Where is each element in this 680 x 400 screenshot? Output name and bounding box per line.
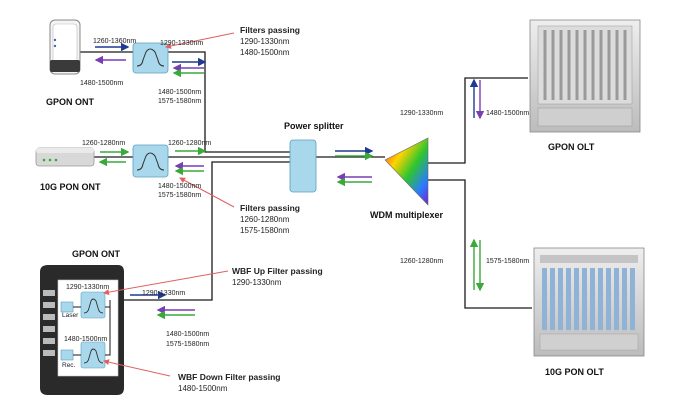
fiber-wdm-10g-olt — [428, 179, 532, 309]
wbf-up-note-line1: 1290-1330nm — [232, 278, 282, 287]
fiber-lines — [80, 51, 532, 309]
olt-10g-device — [533, 247, 645, 357]
filter-note-mid-title: Filters passing — [240, 203, 300, 213]
filter-note-mid: Filters passing 1260-1280nm 1575-1580nm — [240, 203, 300, 236]
gpon-ont-top-label: GPON ONT — [46, 97, 95, 107]
wl-bot-down-1: 1480-1500nm — [166, 331, 210, 338]
wl-bot-down-2: 1575-1580nm — [166, 341, 210, 348]
wl-olt-down: 1480-1500nm — [486, 110, 530, 117]
signal-arrows — [94, 42, 485, 320]
ont-10g-device — [35, 147, 95, 167]
filter-top — [132, 42, 169, 74]
fiber-wdm-gpon-olt — [428, 77, 528, 164]
wl-bot-up-out: 1290-1330nm — [142, 290, 186, 297]
fiber-ont3-splitter — [108, 161, 290, 301]
laser-label: Laser — [62, 312, 79, 319]
gpon-ont-bottom-device — [40, 265, 124, 395]
wl-mid-in: 1260-1280nm — [82, 140, 126, 147]
wdm-multiplexer-device — [384, 137, 429, 206]
filter-note-top-line2: 1480-1500nm — [240, 48, 290, 57]
ont-10g-label: 10G PON ONT — [40, 182, 101, 192]
wbf-down-note-title: WBF Down Filter passing — [178, 372, 281, 382]
power-splitter-device — [289, 139, 317, 193]
wdm-label: WDM multiplexer — [370, 210, 444, 220]
filter-note-top-title: Filters passing — [240, 25, 300, 35]
annotation-pointers — [103, 32, 235, 377]
wbf-down-note-line1: 1480-1500nm — [178, 384, 228, 393]
wl-bot-up-in: 1290-1330nm — [66, 284, 110, 291]
filter-note-top-line1: 1290-1330nm — [240, 37, 290, 46]
wl-top-filter-down-1: 1480-1500nm — [158, 89, 202, 96]
wl-mid-down-1: 1480-1500nm — [158, 183, 202, 190]
wl-olt-up: 1290-1330nm — [400, 110, 444, 117]
wl-top-in: 1260-1360nm — [93, 38, 137, 45]
olt-10g-label: 10G PON OLT — [545, 367, 604, 377]
wl-olt10-down: 1575-1580nm — [486, 258, 530, 265]
gpon-ont-top-device — [49, 19, 81, 75]
filter-note-mid-line2: 1575-1580nm — [240, 226, 290, 235]
gpon-ont-bottom-label: GPON ONT — [72, 249, 121, 259]
wbf-down-note: WBF Down Filter passing 1480-1500nm — [178, 372, 280, 394]
filter-mid — [132, 144, 169, 178]
wl-top-out: 1290-1330nm — [160, 40, 204, 47]
gpon-olt-label: GPON OLT — [548, 142, 595, 152]
wl-top-filter-down-2: 1575-1580nm — [158, 98, 202, 105]
gpon-olt-device — [529, 19, 641, 133]
fiber-filter1-splitter — [168, 51, 290, 153]
power-splitter-label: Power splitter — [284, 121, 344, 131]
wl-top-down: 1480-1500nm — [80, 80, 124, 87]
wl-olt10-up: 1260-1280nm — [400, 258, 444, 265]
filter-note-top: Filters passing 1290-1330nm 1480-1500nm — [240, 25, 300, 58]
wl-mid-down-2: 1575-1580nm — [158, 192, 202, 199]
wbf-up-note-title: WBF Up Filter passing — [232, 266, 323, 276]
rec-label: Rec. — [62, 362, 76, 369]
wl-mid-out: 1260-1280nm — [168, 140, 212, 147]
filter-note-mid-line1: 1260-1280nm — [240, 215, 290, 224]
wbf-up-note: WBF Up Filter passing 1290-1330nm — [232, 266, 323, 288]
wl-bot-down-in: 1480-1500nm — [64, 336, 108, 343]
